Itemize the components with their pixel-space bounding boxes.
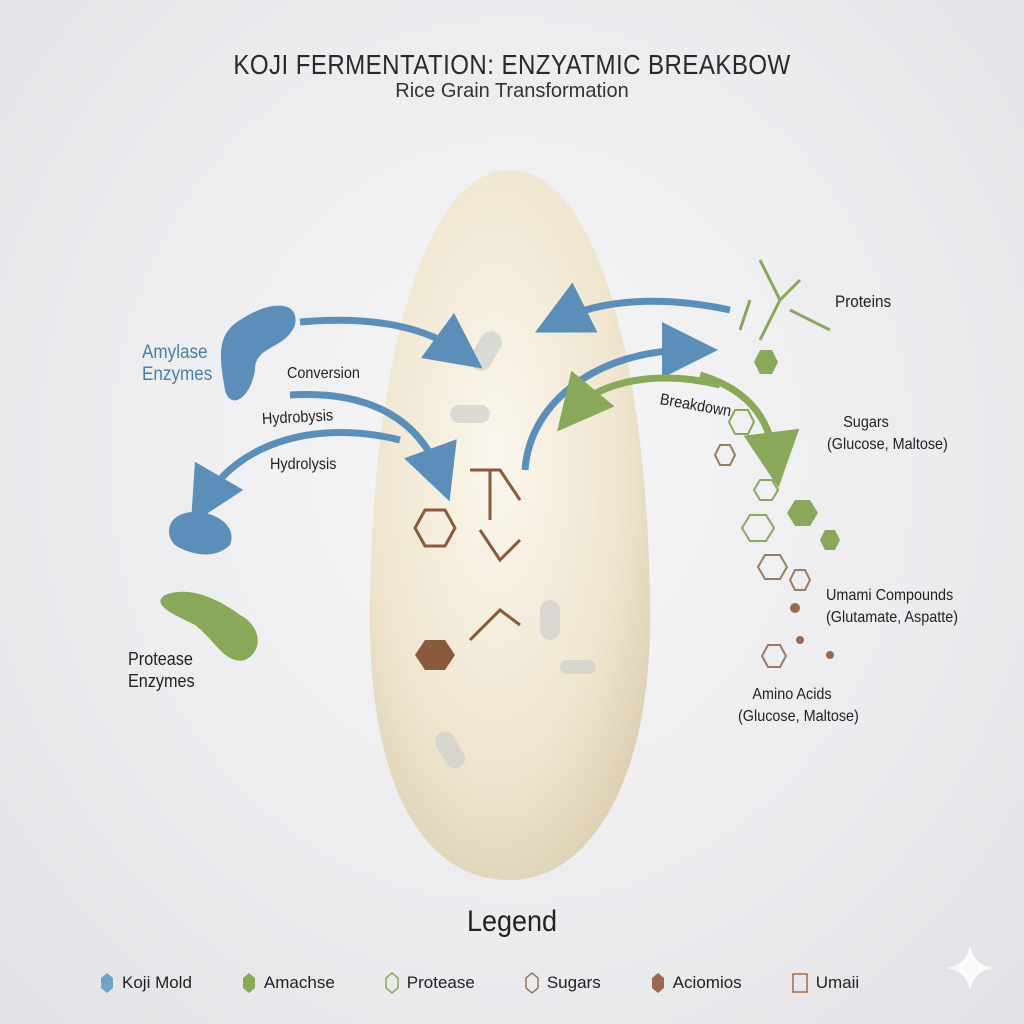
hexagon-filled-icon (101, 973, 113, 993)
brown-hexagon (415, 640, 455, 670)
brown-molecules (413, 468, 522, 642)
amino-acid-dots (790, 603, 834, 659)
legend-item-aciomios: Aciomios (651, 972, 742, 994)
sugars-label-line1: Sugars (843, 414, 889, 431)
amino-label-line2: (Glucose, Maltose) (738, 708, 859, 725)
protein-strands (738, 259, 831, 341)
legend-label: Protease (406, 973, 475, 992)
proteins-label: Proteins (835, 292, 892, 311)
square-outline-icon (791, 973, 808, 993)
legend-label: Sugars (546, 973, 601, 992)
umami-label-line2: (Glutamate, Aspatte) (826, 609, 959, 626)
hexagon-outline-icon (385, 972, 399, 994)
green-hexagons (754, 350, 840, 550)
page-subtitle: Rice Grain Transformation (395, 80, 629, 102)
legend-item-koji-mold: Koji Mold (100, 972, 192, 994)
legend-item-umaii: Umaii (791, 972, 860, 994)
legend-item-protease: Protease (385, 972, 475, 994)
sugars-label: Sugars (Glucose, Maltose) (827, 412, 948, 456)
hexagon-filled-icon (651, 973, 664, 993)
amylase-label: Amylase Enzymes (142, 342, 212, 386)
rice-grain (370, 170, 650, 880)
hexagon-filled-icon (242, 973, 255, 993)
sugar-hexagons (713, 444, 812, 668)
legend-label: Aciomios (672, 973, 742, 992)
sugars-label-line2: (Glucose, Maltose) (827, 436, 948, 453)
legend-item-sugars: Sugars (525, 972, 601, 994)
protease-label: Protease Enzymes (128, 648, 195, 692)
page-title: KOJI FERMENTATION: ENZYATMIC BREAKBOW (233, 49, 791, 80)
legend-label: Umaii (815, 973, 860, 992)
amylase-enzyme-blob (220, 305, 296, 401)
conversion-label: Conversion (287, 365, 360, 382)
protease-label-line2: Enzymes (128, 671, 195, 691)
amino-label-line1: Amino Acids (752, 686, 832, 703)
amylase-enzyme-blob-small (168, 511, 232, 555)
sparkle-icon (947, 945, 993, 991)
legend-label: Amachse (263, 973, 335, 992)
legend-item-amachse: Amachse (242, 972, 335, 994)
hydrobysis-label: Hydrobysis (261, 407, 334, 428)
amylase-label-line2: Enzymes (142, 364, 213, 385)
umami-label-line1: Umami Compounds (826, 587, 954, 604)
legend-title: Legend (466, 905, 558, 938)
amino-label: Amino Acids (Glucose, Maltose) (738, 684, 859, 728)
outline-hexagons (727, 409, 780, 542)
amylase-label-line1: Amylase (142, 342, 208, 363)
umami-label: Umami Compounds (Glutamate, Aspatte) (826, 585, 958, 629)
hydrolysis-label: Hydrolysis (270, 456, 337, 473)
protease-enzyme-blob (160, 591, 258, 661)
hexagon-outline-icon (525, 972, 539, 994)
legend-label: Koji Mold (122, 973, 192, 992)
legend: Koji Mold Amachse Protease Sugars Aciomi… (100, 972, 909, 994)
arrows (190, 282, 800, 525)
protease-label-line1: Protease (128, 649, 193, 669)
